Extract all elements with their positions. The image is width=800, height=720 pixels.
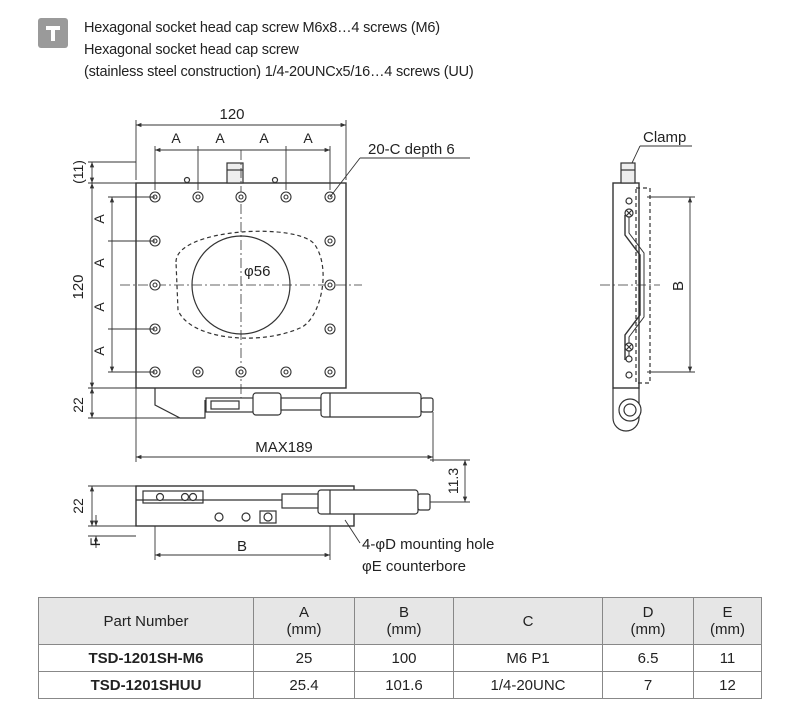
note-line-1: Hexagonal socket head cap screw M6x8…4 s… (84, 20, 440, 36)
clamp-label: Clamp (643, 129, 686, 146)
pitch-a-label: A (91, 258, 107, 268)
micrometer-22-label: 22 (70, 397, 86, 413)
note-line-2: Hexagonal socket head cap screw (84, 42, 299, 58)
mounting-hole-thread (283, 369, 289, 375)
c-cell: 1/4-20UNC (453, 671, 603, 699)
note-line-3: (stainless steel construction) 1/4-20UNC… (84, 64, 474, 80)
front-f-label: F (87, 538, 103, 547)
front-b-label: B (237, 538, 247, 555)
d-cell: 7 (602, 671, 694, 699)
a-cell: 25 (253, 644, 355, 672)
mounting-hole-thread (327, 282, 333, 288)
knob-11-3-label: 11.3 (445, 468, 461, 494)
pitch-a-label: A (91, 214, 107, 224)
part-number-cell: TSD-1201SH-M6 (38, 644, 254, 672)
header-c: C (453, 597, 603, 645)
a-cell: 25.4 (253, 671, 355, 699)
spec-table: Part Number A(mm) B(mm) C D(mm) E(mm) TS… (38, 597, 762, 699)
pitch-a-label: A (259, 130, 269, 146)
micrometer-sleeve (252, 392, 282, 416)
width-120-label: 120 (219, 106, 244, 123)
front-22-label: 22 (70, 498, 86, 514)
mounting-hole-thread (327, 326, 333, 332)
d-cell: 6.5 (602, 644, 694, 672)
pitch-a-label: A (303, 130, 313, 146)
mounting-hole-thread (195, 369, 201, 375)
mounting-hole-thread (327, 369, 333, 375)
offset-11-label: (11) (70, 160, 86, 184)
micrometer-thimble (320, 392, 422, 418)
mounting-hole-thread (195, 194, 201, 200)
pitch-a-label: A (91, 346, 107, 356)
front-view (135, 485, 431, 527)
mounting-holes (149, 191, 336, 378)
max-length-label: MAX189 (255, 439, 313, 456)
counterbore-label: φE counterbore (362, 558, 466, 575)
header-part-number: Part Number (38, 597, 254, 645)
height-120-label: 120 (70, 274, 87, 299)
e-cell: 12 (693, 671, 762, 699)
mounting-hole-thread (238, 194, 244, 200)
hole-callout: 20-C depth 6 (368, 141, 455, 158)
stage-drawing: 120 A A A A 20-C depth 6 φ56 (11) 120 A … (70, 106, 695, 575)
screw-icon (38, 18, 68, 48)
mounting-hole-thread (327, 238, 333, 244)
b-cell: 100 (354, 644, 454, 672)
c-cell: M6 P1 (453, 644, 603, 672)
mounting-hole-thread (238, 369, 244, 375)
pitch-a-label: A (171, 130, 181, 146)
header-e: E(mm) (693, 597, 762, 645)
header-d: D(mm) (602, 597, 694, 645)
e-cell: 11 (693, 644, 762, 672)
mounting-hole-thread (283, 194, 289, 200)
table-header-row: Part Number A(mm) B(mm) C D(mm) E(mm) (38, 597, 762, 645)
mounting-hole-label: 4-φD mounting hole (362, 536, 494, 553)
pitch-a-label: A (91, 302, 107, 312)
header-b: B(mm) (354, 597, 454, 645)
mounting-hole-thread (152, 282, 158, 288)
table-row: TSD-1201SHUU 25.4 101.6 1/4-20UNC 7 12 (38, 671, 762, 699)
b-cell: 101.6 (354, 671, 454, 699)
side-b-label: B (670, 281, 687, 291)
pitch-a-label: A (215, 130, 225, 146)
aperture-label: φ56 (244, 263, 270, 280)
header-a: A(mm) (253, 597, 355, 645)
table-row: TSD-1201SH-M6 25 100 M6 P1 6.5 11 (38, 644, 762, 672)
part-number-cell: TSD-1201SHUU (38, 671, 254, 699)
side-view (612, 162, 651, 432)
top-view (120, 150, 434, 419)
